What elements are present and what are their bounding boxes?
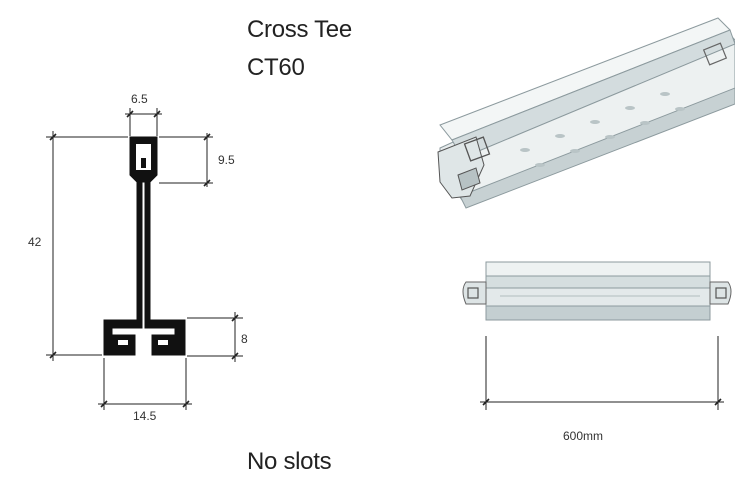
product-code: CT60 bbox=[247, 54, 305, 81]
dimension-ticks bbox=[49, 110, 239, 408]
dim-total-height-label: 42 bbox=[28, 235, 42, 249]
tee-plan-view bbox=[462, 261, 732, 321]
dim-flange-height-label: 8 bbox=[241, 332, 248, 346]
length-label: 600mm bbox=[563, 429, 603, 443]
footer-note: No slots bbox=[247, 448, 332, 475]
product-title: Cross Tee bbox=[247, 16, 352, 43]
dim-top-height-label: 9.5 bbox=[218, 153, 235, 167]
dim-base-width-label: 14.5 bbox=[133, 409, 157, 423]
tee-profile-section bbox=[103, 136, 186, 356]
length-dimension bbox=[480, 336, 724, 410]
dim-top-width-label: 6.5 bbox=[131, 92, 148, 106]
dimension-lines bbox=[46, 108, 243, 410]
tee-perspective-view bbox=[437, 17, 735, 209]
